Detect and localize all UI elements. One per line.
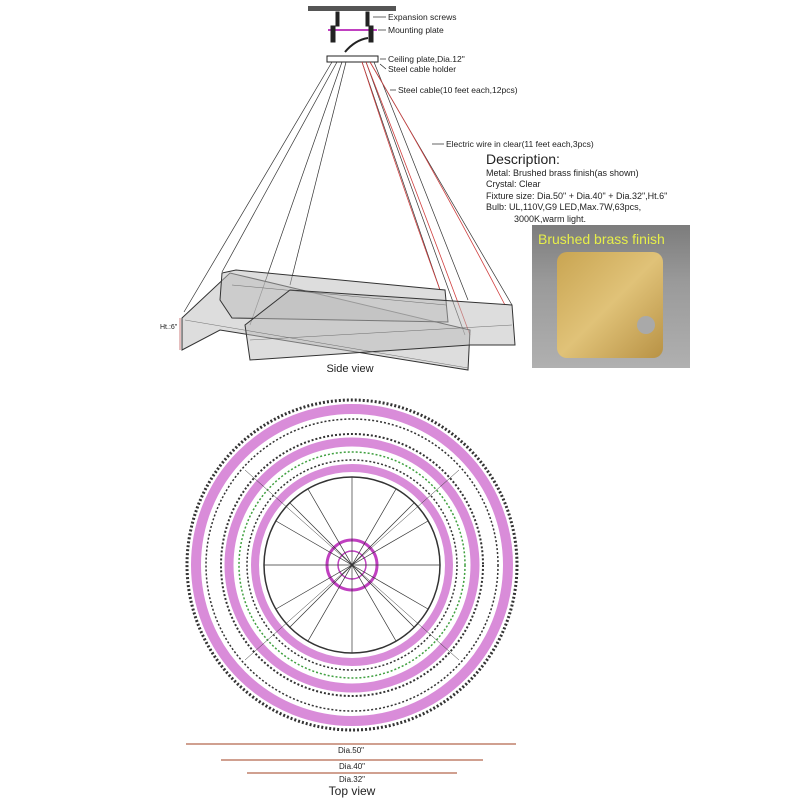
steel-cables xyxy=(183,61,513,336)
finish-swatch: Brushed brass finish xyxy=(532,225,690,368)
top-view-caption: Top view xyxy=(328,784,376,798)
label-expansion-screws: Expansion screws xyxy=(388,12,457,22)
dim-50: Dia.50" xyxy=(338,746,364,755)
description-crystal: Crystal: Clear xyxy=(486,179,541,189)
label-steel-cable: Steel cable(10 feet each,12pcs) xyxy=(398,85,518,95)
label-cable-holder: Steel cable holder xyxy=(388,64,457,74)
side-view-rings xyxy=(181,269,516,371)
swatch-title: Brushed brass finish xyxy=(538,231,665,247)
side-view-caption: Side view xyxy=(326,363,374,375)
sample-hole xyxy=(637,316,655,334)
description-title: Description: xyxy=(486,151,560,167)
dim-40: Dia.40" xyxy=(339,762,365,771)
label-electric-wire: Electric wire in clear(11 feet each,3pcs… xyxy=(446,139,594,149)
mounting-hardware xyxy=(326,11,379,63)
height-label: Ht.:6" xyxy=(160,324,178,331)
top-view-spokes xyxy=(244,469,460,661)
description-bulb-cont: 3000K,warm light. xyxy=(514,213,587,224)
description-bulb: Bulb: UL,110V,G9 LED,Max.7W,63pcs, xyxy=(486,202,642,212)
label-ceiling-plate: Ceiling plate,Dia.12" xyxy=(388,54,465,64)
top-view-rings xyxy=(185,398,519,732)
label-mounting-plate: Mounting plate xyxy=(388,25,444,35)
description-metal: Metal: Brushed brass finish(as shown) xyxy=(486,167,639,178)
dim-32: Dia.32" xyxy=(339,775,365,784)
dimension-lines xyxy=(186,743,516,774)
description-block: Description: Metal: Brushed brass finish… xyxy=(486,151,668,225)
ceiling xyxy=(308,6,396,11)
brass-sample xyxy=(557,252,663,358)
description-size: Fixture size: Dia.50" + Dia.40" + Dia.32… xyxy=(486,190,668,201)
electric-wires xyxy=(361,61,506,336)
